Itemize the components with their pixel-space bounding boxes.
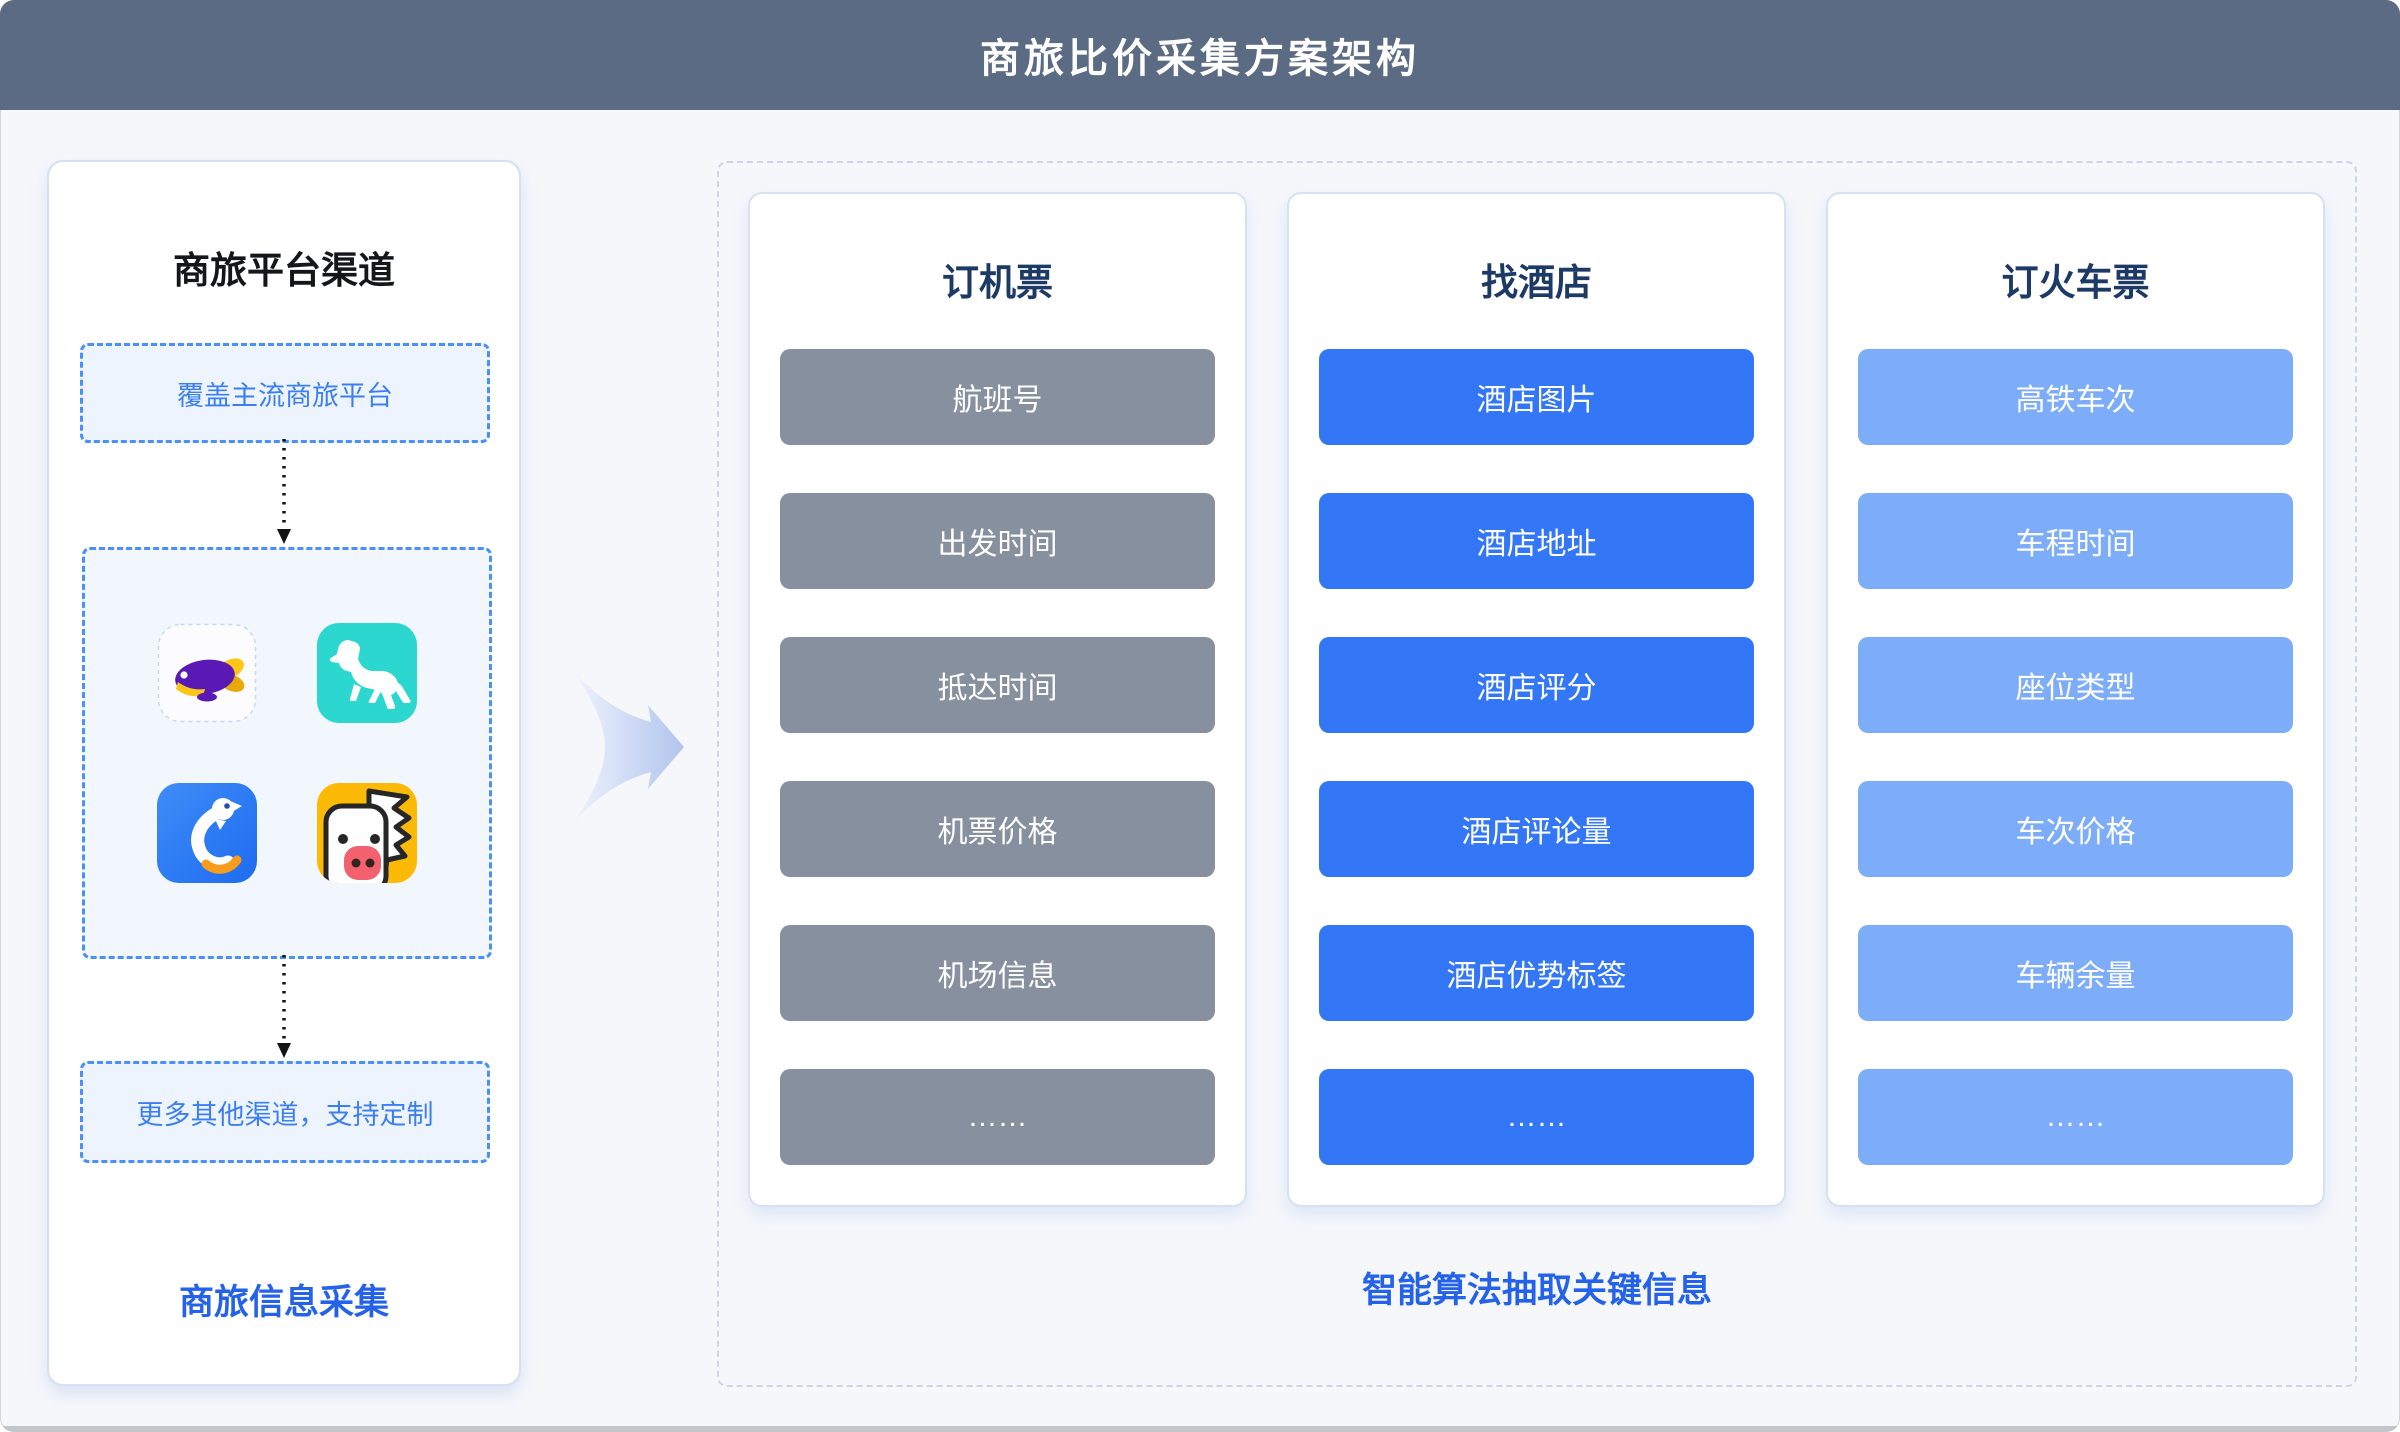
- more-channels-box: 更多其他渠道，支持定制: [80, 1061, 490, 1163]
- field-item: 座位类型: [1858, 637, 2293, 733]
- flight-field-list: 航班号出发时间抵达时间机票价格机场信息 ……: [780, 349, 1215, 1213]
- field-item: 车次价格: [1858, 781, 2293, 877]
- field-item: 车辆余量: [1858, 925, 2293, 1021]
- platform-app-icons-box: [82, 547, 492, 959]
- flight-column-card: 订机票 航班号出发时间抵达时间机票价格机场信息 ……: [748, 192, 1247, 1207]
- field-item: 航班号: [780, 349, 1215, 445]
- field-item: 高铁车次: [1858, 349, 2293, 445]
- field-item: 机场信息: [780, 925, 1215, 1021]
- dolphin-app-icon: [157, 783, 257, 883]
- down-arrow-connector: [277, 439, 291, 544]
- field-columns: 订机票 航班号出发时间抵达时间机票价格机场信息 …… 找酒店 酒店图片酒店地址酒店…: [748, 192, 2325, 1207]
- mainstream-platforms-box: 覆盖主流商旅平台: [80, 343, 490, 443]
- header-bar: 商旅比价采集方案架构: [0, 0, 2400, 110]
- field-item: 酒店图片: [1319, 349, 1754, 445]
- field-item: 抵达时间: [780, 637, 1215, 733]
- winged-pig-app-icon: [317, 783, 417, 883]
- channels-panel: 商旅平台渠道 覆盖主流商旅平台: [47, 160, 521, 1386]
- flight-column-title: 订机票: [942, 262, 1053, 303]
- purple-whale-app-icon: [157, 623, 257, 723]
- field-item: 酒店地址: [1319, 493, 1754, 589]
- field-item: ……: [1319, 1069, 1754, 1165]
- extraction-caption: 智能算法抽取关键信息: [1361, 1271, 1712, 1310]
- field-item: ……: [1858, 1069, 2293, 1165]
- field-item: 车程时间: [1858, 493, 2293, 589]
- collection-caption: 商旅信息采集: [178, 1283, 389, 1322]
- field-item: 出发时间: [780, 493, 1215, 589]
- train-column-card: 订火车票 高铁车次车程时间座位类型车次价格车辆余量 ……: [1826, 192, 2325, 1207]
- field-item: 机票价格: [780, 781, 1215, 877]
- hotel-column-title: 找酒店: [1481, 262, 1592, 303]
- field-item: 酒店评分: [1319, 637, 1754, 733]
- field-item: 酒店评论量: [1319, 781, 1754, 877]
- field-item: ……: [780, 1069, 1215, 1165]
- hotel-column-card: 找酒店 酒店图片酒店地址酒店评分酒店评论量酒店优势标签 ……: [1287, 192, 1786, 1207]
- hotel-field-list: 酒店图片酒店地址酒店评分酒店评论量酒店优势标签 ……: [1319, 349, 1754, 1213]
- down-arrow-connector: [277, 955, 291, 1058]
- train-column-title: 订火车票: [2001, 262, 2150, 303]
- field-item: 酒店优势标签: [1319, 925, 1754, 1021]
- train-field-list: 高铁车次车程时间座位类型车次价格车辆余量 ……: [1858, 349, 2293, 1213]
- camel-app-icon: [317, 623, 417, 723]
- extraction-region: 订机票 航班号出发时间抵达时间机票价格机场信息…… 找酒店 酒店图片酒店地址酒店…: [717, 161, 2357, 1387]
- flow-right-arrow-icon: [573, 671, 684, 823]
- window-bottom-edge: [0, 1426, 2400, 1432]
- channels-panel-title: 商旅平台渠道: [173, 250, 395, 291]
- page-title: 商旅比价采集方案架构: [980, 37, 1420, 81]
